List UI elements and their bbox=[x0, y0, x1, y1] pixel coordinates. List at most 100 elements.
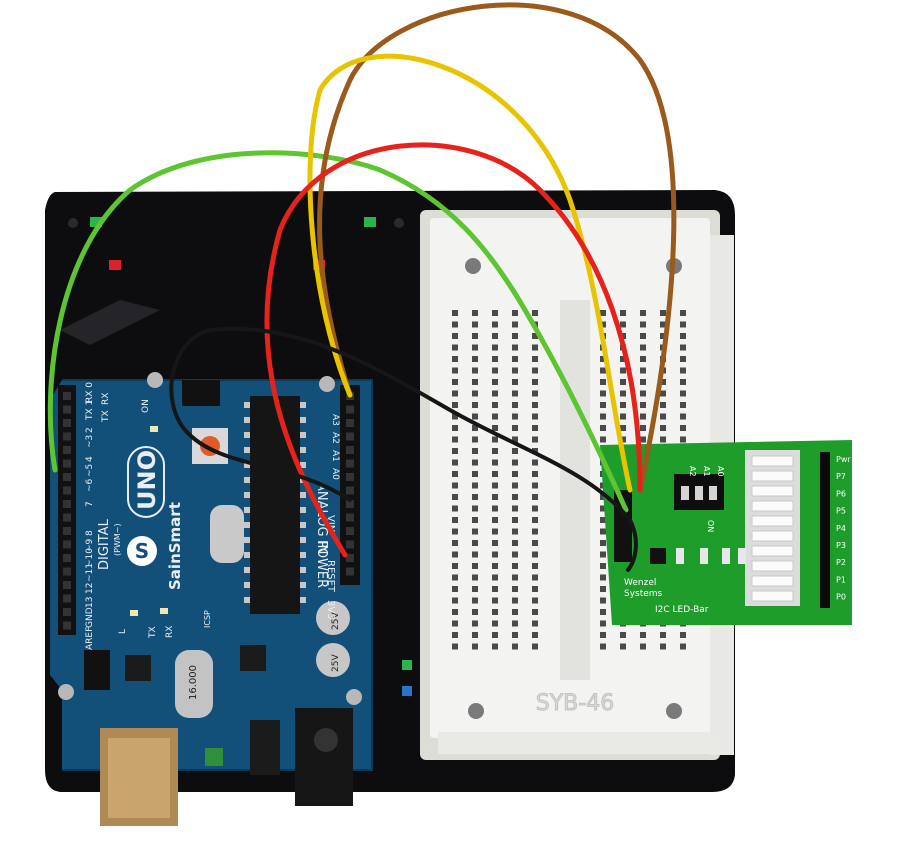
header-pin[interactable] bbox=[346, 473, 354, 481]
breadboard-hole[interactable] bbox=[600, 436, 606, 443]
breadboard-hole[interactable] bbox=[532, 413, 538, 420]
breadboard-hole[interactable] bbox=[640, 425, 646, 431]
breadboard-hole[interactable] bbox=[660, 425, 666, 431]
header-pin[interactable] bbox=[63, 392, 71, 400]
breadboard-hole[interactable] bbox=[600, 310, 606, 316]
header-pin[interactable] bbox=[63, 446, 71, 454]
breadboard-hole[interactable] bbox=[620, 310, 626, 316]
header-pin[interactable] bbox=[63, 405, 71, 414]
breadboard-hole[interactable] bbox=[492, 551, 498, 558]
breadboard-hole[interactable] bbox=[452, 517, 458, 523]
header-pin[interactable] bbox=[63, 432, 71, 441]
breadboard-hole[interactable] bbox=[660, 643, 666, 650]
breadboard-hole[interactable] bbox=[680, 425, 686, 431]
header-pin[interactable] bbox=[63, 486, 71, 495]
breadboard-hole[interactable] bbox=[452, 448, 458, 454]
breadboard-hole[interactable] bbox=[600, 413, 606, 420]
breadboard-hole[interactable] bbox=[680, 402, 686, 408]
breadboard-hole[interactable] bbox=[680, 632, 686, 638]
breadboard-hole[interactable] bbox=[532, 356, 538, 362]
breadboard-hole[interactable] bbox=[452, 356, 458, 362]
breadboard-hole[interactable] bbox=[532, 344, 538, 351]
breadboard-hole[interactable] bbox=[512, 402, 518, 408]
breadboard-hole[interactable] bbox=[620, 632, 626, 638]
dip-switch-toggle[interactable] bbox=[681, 486, 689, 500]
breadboard-hole[interactable] bbox=[472, 436, 478, 443]
header-pin[interactable] bbox=[63, 419, 71, 427]
breadboard-hole[interactable] bbox=[640, 379, 646, 385]
breadboard-hole[interactable] bbox=[452, 390, 458, 397]
breadboard-hole[interactable] bbox=[600, 379, 606, 385]
breadboard-hole[interactable] bbox=[492, 390, 498, 397]
breadboard-hole[interactable] bbox=[660, 413, 666, 420]
breadboard-hole[interactable] bbox=[472, 563, 478, 569]
breadboard-hole[interactable] bbox=[600, 574, 606, 581]
breadboard-hole[interactable] bbox=[532, 632, 538, 638]
breadboard-hole[interactable] bbox=[492, 540, 498, 546]
breadboard-hole[interactable] bbox=[532, 390, 538, 397]
breadboard-hole[interactable] bbox=[492, 597, 498, 604]
breadboard-hole[interactable] bbox=[512, 563, 518, 569]
breadboard-hole[interactable] bbox=[532, 643, 538, 650]
breadboard-hole[interactable] bbox=[472, 632, 478, 638]
breadboard-hole[interactable] bbox=[452, 425, 458, 431]
breadboard-hole[interactable] bbox=[472, 586, 478, 592]
header-pin[interactable] bbox=[63, 527, 71, 535]
breadboard-hole[interactable] bbox=[532, 459, 538, 466]
breadboard-hole[interactable] bbox=[640, 367, 646, 374]
breadboard-hole[interactable] bbox=[472, 482, 478, 489]
breadboard-hole[interactable] bbox=[620, 436, 626, 443]
breadboard-hole[interactable] bbox=[492, 436, 498, 443]
breadboard-hole[interactable] bbox=[452, 436, 458, 443]
breadboard-hole[interactable] bbox=[600, 528, 606, 535]
breadboard-hole[interactable] bbox=[492, 356, 498, 362]
breadboard-hole[interactable] bbox=[640, 390, 646, 397]
breadboard-hole[interactable] bbox=[472, 643, 478, 650]
breadboard-hole[interactable] bbox=[532, 620, 538, 627]
breadboard-hole[interactable] bbox=[452, 597, 458, 604]
breadboard-hole[interactable] bbox=[620, 643, 626, 650]
breadboard-hole[interactable] bbox=[492, 379, 498, 385]
header-pin[interactable] bbox=[346, 540, 354, 549]
breadboard-hole[interactable] bbox=[660, 390, 666, 397]
header-pin[interactable] bbox=[63, 473, 71, 481]
breadboard-hole[interactable] bbox=[452, 402, 458, 408]
breadboard-hole[interactable] bbox=[452, 643, 458, 650]
breadboard-hole[interactable] bbox=[512, 482, 518, 489]
breadboard-hole[interactable] bbox=[472, 333, 478, 339]
breadboard-hole[interactable] bbox=[680, 333, 686, 339]
header-pin[interactable] bbox=[346, 500, 354, 508]
breadboard-hole[interactable] bbox=[640, 344, 646, 351]
breadboard-hole[interactable] bbox=[492, 528, 498, 535]
breadboard-hole[interactable] bbox=[680, 643, 686, 650]
breadboard-hole[interactable] bbox=[492, 402, 498, 408]
breadboard-hole[interactable] bbox=[492, 321, 498, 328]
breadboard-hole[interactable] bbox=[600, 563, 606, 569]
breadboard-hole[interactable] bbox=[492, 413, 498, 420]
breadboard-hole[interactable] bbox=[600, 551, 606, 558]
breadboard-hole[interactable] bbox=[452, 333, 458, 339]
breadboard-hole[interactable] bbox=[452, 344, 458, 351]
breadboard-hole[interactable] bbox=[640, 321, 646, 328]
dip-switch-toggle[interactable] bbox=[709, 486, 717, 500]
breadboard-hole[interactable] bbox=[620, 379, 626, 385]
breadboard-hole[interactable] bbox=[640, 632, 646, 638]
breadboard-hole[interactable] bbox=[472, 517, 478, 523]
header-pin[interactable] bbox=[63, 567, 71, 576]
breadboard-hole[interactable] bbox=[532, 436, 538, 443]
breadboard-hole[interactable] bbox=[600, 321, 606, 328]
breadboard-hole[interactable] bbox=[452, 413, 458, 420]
breadboard-hole[interactable] bbox=[512, 586, 518, 592]
breadboard-hole[interactable] bbox=[452, 632, 458, 638]
breadboard-hole[interactable] bbox=[640, 436, 646, 443]
breadboard-hole[interactable] bbox=[640, 413, 646, 420]
breadboard-hole[interactable] bbox=[452, 609, 458, 615]
breadboard-hole[interactable] bbox=[640, 310, 646, 316]
breadboard-hole[interactable] bbox=[512, 597, 518, 604]
breadboard-hole[interactable] bbox=[600, 425, 606, 431]
breadboard-hole[interactable] bbox=[600, 402, 606, 408]
header-pin[interactable] bbox=[63, 554, 71, 562]
breadboard-hole[interactable] bbox=[472, 379, 478, 385]
header-pin[interactable] bbox=[63, 500, 71, 508]
breadboard-hole[interactable] bbox=[512, 413, 518, 420]
